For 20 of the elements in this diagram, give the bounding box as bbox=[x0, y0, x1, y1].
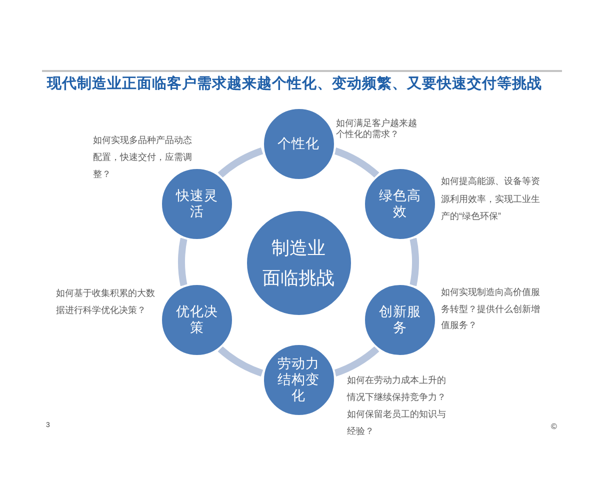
question-text: 如何基于收集积累的大数据进行科学优化决策？ bbox=[56, 286, 156, 316]
topic-circle: 劳动力结构变化 bbox=[262, 343, 336, 417]
title: 现代制造业正面临客户需求越来越个性化、变动频繁、又要快速交付等挑战 bbox=[47, 76, 542, 93]
topic-circle: 快速灵活 bbox=[160, 167, 234, 241]
topic-circle: 个性化 bbox=[262, 107, 336, 181]
ring-arc bbox=[218, 148, 264, 178]
question-text: 如何满足客户越来越个性化的需求？ bbox=[336, 118, 418, 140]
ring-arc bbox=[178, 238, 188, 286]
copyright-mark: © bbox=[551, 422, 557, 432]
ring-arc bbox=[218, 346, 264, 376]
question-text: 如何提高能源、设备等资源利用效率，实现工业生产的“绿色环保” bbox=[441, 175, 541, 223]
topic-circle: 绿色高效 bbox=[363, 167, 437, 241]
topic-circle: 优化决策 bbox=[160, 283, 234, 357]
question-text: 如何在劳动力成本上升的情况下继续保持竞争力？如何保留老员工的知识与经验？ bbox=[347, 374, 447, 438]
center-circle: 制造业面临挑战 bbox=[244, 209, 352, 317]
ring-arc bbox=[410, 238, 419, 286]
ring-arc bbox=[334, 148, 380, 178]
ring-arc bbox=[334, 346, 380, 376]
question-text: 如何实现制造向高价值服务转型？提供什么创新增值服务？ bbox=[441, 286, 541, 332]
topic-circle: 创新服务 bbox=[363, 283, 437, 357]
